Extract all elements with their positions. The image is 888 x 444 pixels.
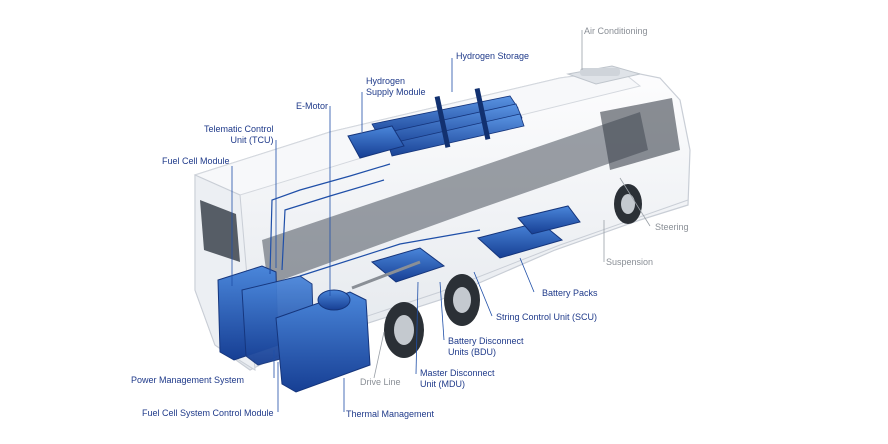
label-thermal-management: Thermal Management: [346, 409, 435, 419]
gray-leader-lines: [373, 30, 651, 379]
label-tcu-line2: Unit (TCU): [230, 135, 274, 145]
label-mdu-line2: Unit (MDU): [420, 379, 465, 389]
label-tcu-line1: Telematic Control: [204, 124, 274, 134]
label-battery-disconnect-units: Battery Disconnect Units (BDU): [448, 336, 524, 358]
label-power-management-system: Power Management System: [131, 375, 245, 385]
label-bdu-line1: Battery Disconnect: [448, 336, 524, 346]
label-battery-packs: Battery Packs: [542, 288, 598, 298]
label-hydrogen-storage: Hydrogen Storage: [456, 51, 530, 61]
label-fuel-cell-module: Fuel Cell Module: [162, 156, 230, 166]
label-hydrogen-supply-module: Hydrogen Supply Module: [366, 76, 426, 98]
label-mdu-line1: Master Disconnect: [420, 368, 495, 378]
wiring: [269, 163, 481, 277]
e-motor: [317, 289, 351, 311]
label-suspension: Suspension: [606, 257, 654, 267]
bus-body: [193, 65, 691, 371]
label-drive-line: Drive Line: [360, 377, 401, 387]
label-fuel-cell-system-control-module: Fuel Cell System Control Module: [142, 408, 274, 418]
leader-lines: [231, 58, 535, 412]
label-hydrogen-supply-line2: Supply Module: [366, 87, 426, 97]
hydrogen-storage-tanks: [371, 87, 525, 157]
thermal-management-unit: [275, 291, 371, 393]
wheels: [384, 184, 642, 358]
label-air-conditioning: Air Conditioning: [584, 26, 648, 36]
label-steering: Steering: [655, 222, 689, 232]
drive-line-shaft: [351, 260, 421, 290]
label-string-control-unit: String Control Unit (SCU): [496, 312, 598, 322]
label-telematic-control-unit: Telematic Control Unit (TCU): [204, 124, 274, 146]
label-hydrogen-supply-line1: Hydrogen: [366, 76, 406, 86]
hydrogen-supply-module: [347, 125, 405, 159]
label-master-disconnect-unit: Master Disconnect Unit (MDU): [420, 368, 495, 390]
label-e-motor: E-Motor: [296, 101, 329, 111]
label-bdu-line2: Units (BDU): [448, 347, 497, 357]
